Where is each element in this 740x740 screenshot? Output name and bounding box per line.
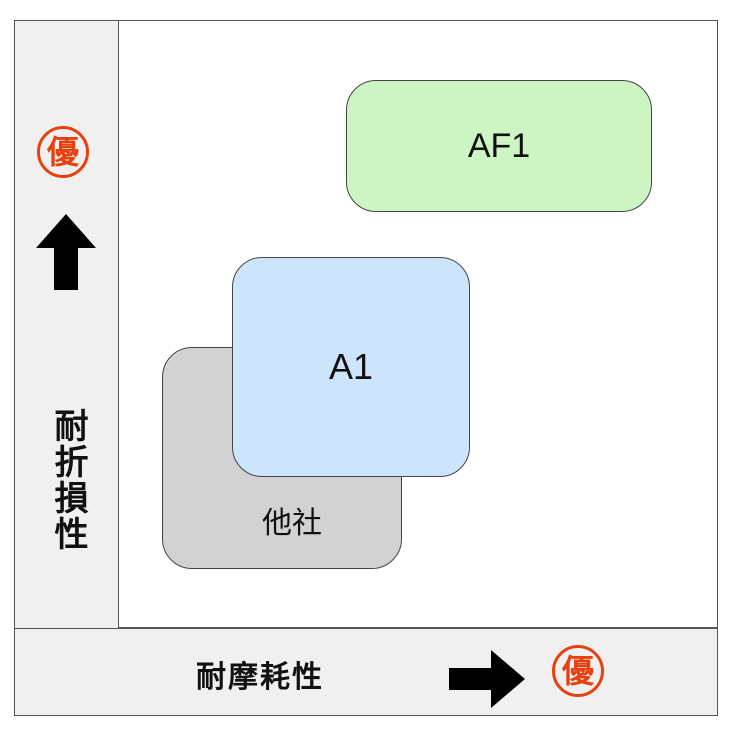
y-superior-badge-text: 優: [46, 133, 79, 171]
y-axis-label: 耐折損性: [48, 408, 88, 552]
right-arrow-icon: [449, 650, 525, 708]
product-box-af1: AF1: [346, 80, 652, 212]
x-superior-badge-icon: 優: [552, 645, 604, 697]
product-box-a1: A1: [232, 257, 470, 477]
product-label-competitor: 他社: [262, 506, 322, 541]
product-label-a1: A1: [328, 346, 374, 387]
x-axis-band: [14, 628, 718, 716]
product-label-af1: AF1: [467, 126, 531, 165]
up-arrow-icon: [36, 214, 96, 290]
x-superior-badge-text: 優: [561, 652, 594, 690]
y-superior-badge-icon: 優: [37, 126, 89, 178]
y-axis-band: [14, 20, 118, 628]
x-axis-label: 耐摩耗性: [196, 660, 324, 695]
